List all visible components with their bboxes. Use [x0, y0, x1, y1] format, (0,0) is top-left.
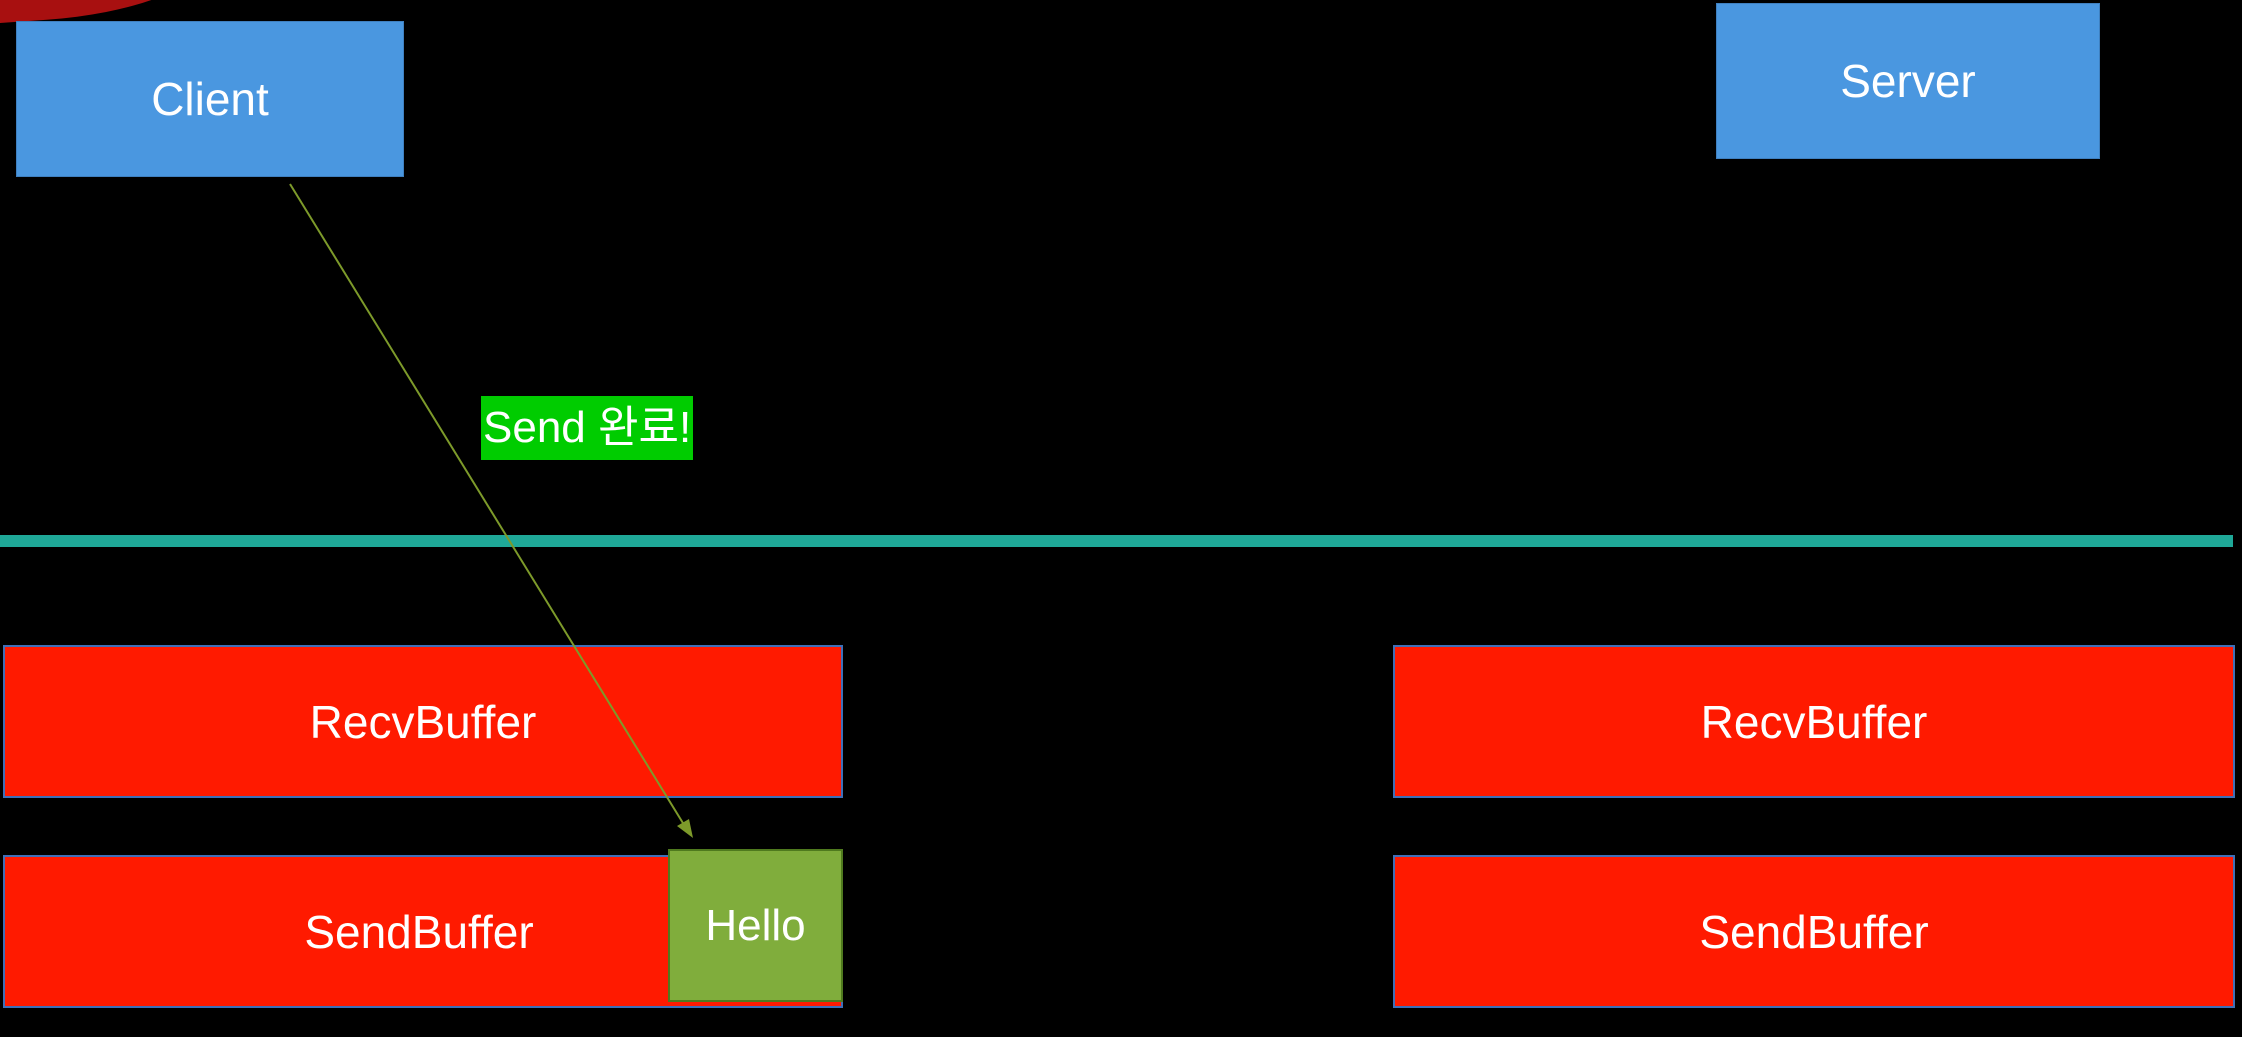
client-label: Client	[151, 73, 269, 125]
client-send-buffer-label: SendBuffer	[304, 905, 534, 958]
server-label: Server	[1840, 55, 1976, 107]
server-send-buffer-label: SendBuffer	[1699, 905, 1929, 958]
hello-packet-label: Hello	[705, 900, 806, 950]
server-recv-buffer-label: RecvBuffer	[1700, 695, 1928, 748]
server-recv-buffer: RecvBuffer	[1393, 645, 2235, 798]
client-recv-buffer: RecvBuffer	[3, 645, 843, 798]
server-send-buffer: SendBuffer	[1393, 855, 2235, 1008]
client-host-box: Client	[16, 21, 404, 177]
server-host-box: Server	[1716, 3, 2100, 159]
client-recv-buffer-label: RecvBuffer	[309, 695, 537, 748]
send-arrow-head	[677, 819, 693, 838]
hello-packet: Hello	[668, 849, 843, 1002]
network-divider-line	[0, 535, 2233, 547]
send-complete-label: Send 완료!	[481, 396, 694, 460]
